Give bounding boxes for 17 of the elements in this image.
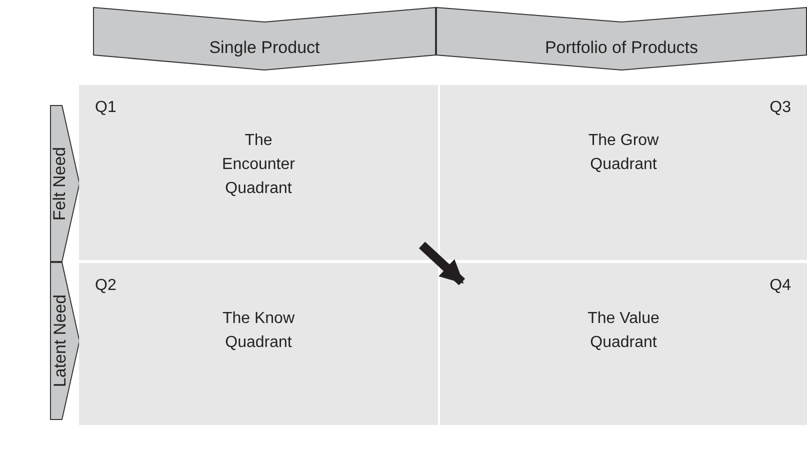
row-heading: Latent Need: [49, 294, 70, 388]
quadrant-title: The Value Quadrant: [586, 309, 660, 353]
quadrant-title: The Know Quadrant: [221, 309, 296, 353]
row-heading: Felt Need: [49, 146, 70, 220]
quadrant-number: Q2: [95, 276, 116, 296]
quadrant-panel: [440, 263, 807, 425]
quadrant-title: The Encounter Quadrant: [221, 131, 296, 199]
quadrant-number: Q1: [95, 98, 116, 118]
quadrant-panel: [440, 85, 807, 260]
quadrant-panel: [79, 263, 438, 425]
column-heading: Portfolio of Products: [544, 37, 700, 59]
column-heading: Single Product: [208, 37, 321, 59]
quadrant-title: The Grow Quadrant: [587, 131, 660, 175]
quadrant-number: Q4: [770, 276, 791, 296]
quadrant-panel: [79, 85, 438, 260]
quadrant-number: Q3: [770, 98, 791, 118]
arrow: [418, 242, 466, 286]
